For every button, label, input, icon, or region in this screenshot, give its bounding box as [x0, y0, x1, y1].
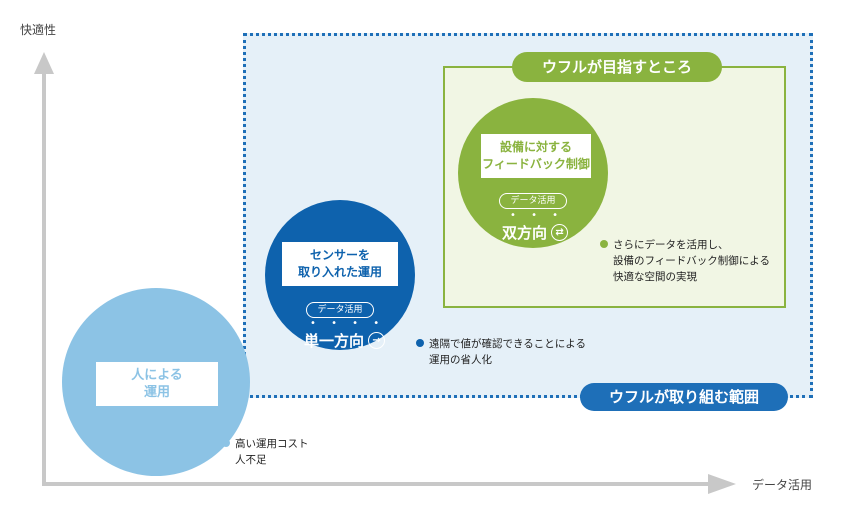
- feedback-direction-text: 双方向: [502, 224, 548, 242]
- sensor-card-line-2: 取り入れた運用: [297, 265, 382, 279]
- feedback-dots: • • •: [510, 210, 565, 221]
- sensor-note-line-1: 遠隔で値が確認できることによる: [429, 338, 586, 350]
- light-blue-bullet-icon: [222, 439, 230, 447]
- feedback-direction: 双方向 ⇄: [502, 222, 569, 243]
- goal-label-pill: ウフルが目指すところ: [512, 52, 722, 82]
- feedback-control-card: 設備に対する フィードバック制御: [481, 134, 591, 178]
- human-card-line-1: 人による: [131, 368, 183, 383]
- x-axis-label: データ活用: [752, 478, 813, 492]
- feedback-card-line-2: フィードバック制御: [482, 157, 590, 171]
- human-note: 高い運用コスト 人不足: [222, 436, 309, 468]
- blue-bullet-icon: [416, 339, 424, 347]
- feedback-note-line-2: 設備のフィードバック制御による: [613, 255, 770, 267]
- sensor-direction-text: 単一方向: [304, 332, 365, 350]
- sensor-data-tag: データ活用: [306, 302, 374, 318]
- sensor-dots: • • • •: [310, 318, 386, 329]
- green-bullet-icon: [600, 240, 608, 248]
- y-axis-label: 快適性: [20, 23, 57, 37]
- feedback-data-tag: データ活用: [499, 193, 567, 209]
- y-axis-arrowhead: [34, 52, 54, 74]
- right-arrow-icon: →: [368, 332, 386, 349]
- feedback-card-line-1: 設備に対する: [499, 140, 572, 154]
- sensor-note: 遠隔で値が確認できることによる 運用の省人化: [416, 336, 586, 368]
- feedback-note-line-1: さらにデータを活用し、: [613, 239, 729, 251]
- human-card-line-2: 運用: [143, 385, 170, 400]
- x-axis-arrowhead: [708, 474, 736, 494]
- human-note-line-2: 人不足: [235, 454, 267, 466]
- feedback-note-line-3: 快適な空間の実現: [613, 271, 697, 283]
- sensor-direction: 単一方向 →: [304, 330, 386, 351]
- human-note-line-1: 高い運用コスト: [235, 438, 309, 450]
- sensor-operation-card: センサーを 取り入れた運用: [282, 242, 398, 286]
- sensor-note-line-2: 運用の省人化: [429, 354, 492, 366]
- feedback-note: さらにデータを活用し、 設備のフィードバック制御による 快適な空間の実現: [600, 237, 770, 285]
- range-label-pill: ウフルが取り組む範囲: [580, 383, 788, 411]
- bidirectional-arrow-icon: ⇄: [551, 224, 569, 241]
- sensor-card-line-1: センサーを: [309, 248, 370, 262]
- human-operation-card: 人による 運用: [96, 362, 218, 406]
